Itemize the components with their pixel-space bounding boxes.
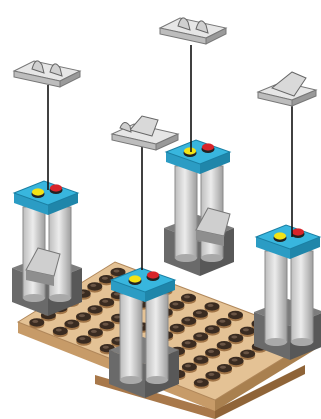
plate-stud: [240, 350, 255, 360]
pillar-back-center: [164, 140, 234, 276]
clip-plate-left: [14, 61, 80, 87]
plate-stud: [170, 324, 185, 334]
plate-stud: [88, 305, 103, 315]
plate-stud: [99, 298, 114, 308]
plate-stud: [100, 321, 115, 331]
plate-stud: [217, 341, 232, 351]
clip-plate-top: [160, 18, 226, 44]
plate-stud: [217, 364, 232, 374]
pillar-cylinder: [291, 251, 313, 346]
red-button-icon: [147, 271, 160, 281]
plate-stud: [182, 340, 197, 350]
plate-stud: [205, 371, 220, 381]
plate-stud: [76, 312, 91, 322]
plate-stud: [76, 335, 91, 345]
yellow-button-icon: [274, 232, 287, 242]
yellow-button-icon: [32, 188, 45, 198]
plate-stud: [194, 378, 209, 388]
pillar-front-left: [12, 181, 82, 316]
red-button-icon: [50, 184, 63, 194]
plate-stud: [88, 328, 103, 338]
plate-stud: [29, 318, 44, 328]
plate-stud: [193, 309, 208, 319]
pillar-cylinder: [175, 166, 197, 262]
slope-plate-icon: [112, 116, 178, 150]
pillar-cylinder: [146, 294, 168, 384]
slope-plate-middle: [112, 116, 178, 150]
red-button-icon: [292, 228, 305, 238]
plate-stud: [229, 357, 244, 367]
plate-stud: [181, 317, 196, 327]
plate-stud: [181, 294, 196, 304]
plate-stud: [216, 318, 231, 328]
pillar-cylinder: [265, 251, 287, 346]
plate-stud: [205, 348, 220, 358]
slope-plate-icon: [258, 72, 316, 106]
plate-stud: [53, 327, 68, 337]
plate-stud: [87, 282, 102, 292]
clip-plate-icon: [14, 61, 80, 87]
plate-stud: [169, 301, 184, 311]
clip-plate-icon: [160, 18, 226, 44]
plate-stud: [228, 311, 243, 321]
yellow-button-icon: [129, 275, 142, 285]
plate-stud: [205, 302, 220, 312]
pillar-cylinder: [120, 294, 142, 384]
plate-stud: [205, 325, 220, 335]
red-button-icon: [202, 143, 215, 153]
plate-stud: [193, 332, 208, 342]
plate-stud: [194, 355, 209, 365]
yellow-button-icon: [184, 147, 197, 157]
plate-stud: [64, 320, 79, 330]
plate-stud: [240, 327, 255, 337]
slope-plate-right: [258, 72, 316, 106]
pillar-right: [254, 225, 321, 360]
plate-stud: [182, 363, 197, 373]
plate-stud: [228, 334, 243, 344]
